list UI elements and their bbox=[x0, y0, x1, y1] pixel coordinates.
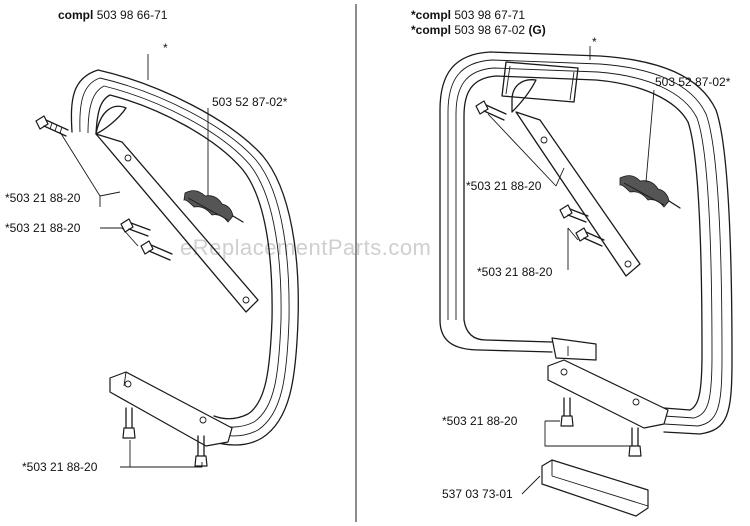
right-bolt-middle-2 bbox=[575, 227, 605, 247]
right-bolt-middle-1 bbox=[559, 204, 589, 223]
right-label-plate: 537 03 73-01 bbox=[442, 487, 513, 501]
right-label-bolts-middle: *503 21 88-20 bbox=[477, 265, 553, 279]
right-assembly: *compl 503 98 67-71 *compl 503 98 67-02 … bbox=[411, 8, 733, 517]
left-label-bolt-bottom: *503 21 88-20 bbox=[22, 460, 98, 474]
left-label-bolts-middle: *503 21 88-20 bbox=[5, 221, 81, 235]
right-bolt-bottom-2 bbox=[628, 427, 642, 457]
right-bolt-bottom-1 bbox=[560, 397, 574, 427]
left-assembly: compl 503 98 66-71 bbox=[5, 8, 299, 474]
left-label-bar-mark: * bbox=[163, 41, 168, 55]
right-mount-plate bbox=[547, 359, 669, 429]
left-handle-bar bbox=[70, 69, 299, 446]
left-label-bolt-upper: *503 21 88-20 bbox=[5, 191, 81, 205]
left-title: compl 503 98 66-71 bbox=[58, 8, 168, 22]
right-label-spring: 503 52 87-02* bbox=[655, 75, 731, 89]
left-support-strap bbox=[95, 133, 259, 313]
right-label-bolts-bottom: *503 21 88-20 bbox=[442, 414, 518, 428]
right-label-bolt-upper: *503 21 88-20 bbox=[466, 179, 542, 193]
watermark: eReplacementParts.com bbox=[180, 235, 431, 260]
left-bolt-upper bbox=[35, 115, 69, 137]
left-bolt-middle-1 bbox=[120, 218, 151, 237]
right-handle-bar bbox=[439, 51, 733, 435]
left-bolt-middle-2 bbox=[140, 240, 173, 261]
right-title-1: *compl 503 98 67-71 bbox=[411, 8, 525, 22]
left-mount-plate bbox=[109, 371, 233, 447]
left-label-spring: 503 52 87-02* bbox=[212, 95, 288, 109]
right-spring bbox=[619, 175, 681, 209]
right-support-strap bbox=[515, 111, 641, 277]
right-bolt-upper bbox=[475, 100, 507, 121]
right-lower-plate bbox=[541, 459, 649, 517]
left-bolt-bottom-1 bbox=[122, 407, 136, 439]
left-spring bbox=[183, 190, 244, 223]
right-title-2: *compl 503 98 67-02 (G) bbox=[411, 23, 546, 37]
left-bolt-bottom-2 bbox=[194, 435, 208, 467]
right-label-bar-mark: * bbox=[592, 35, 597, 49]
